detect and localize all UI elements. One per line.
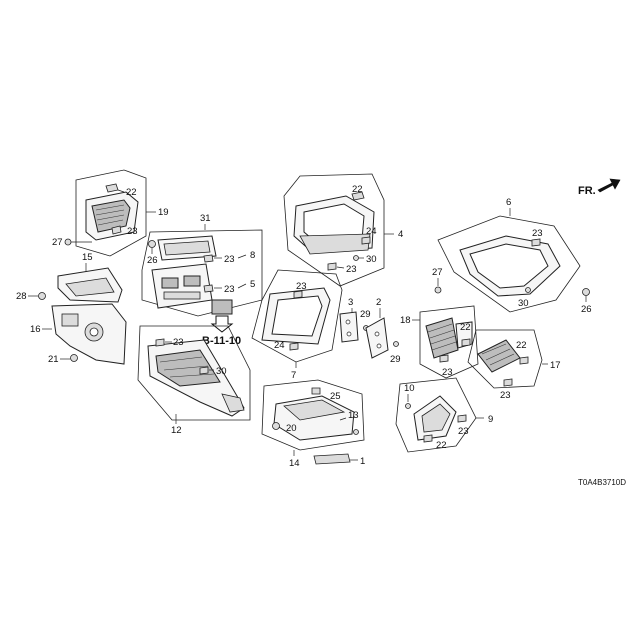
- group-12: 23 30 12: [137, 325, 251, 436]
- reference-label: B-11-10: [202, 335, 241, 347]
- callout-31: 31: [200, 213, 211, 224]
- group-4: 22 24 30 23 4: [283, 173, 403, 287]
- bracket-2: 2: [365, 297, 389, 359]
- clip-26-left: 26: [147, 240, 158, 266]
- group-14: 25 20 13 14: [261, 379, 365, 469]
- callout-9: 9: [488, 414, 493, 425]
- group-17: 22 23 17: [467, 329, 561, 401]
- callout-22: 22: [516, 340, 527, 351]
- group-6: 6 23 30: [437, 197, 581, 313]
- callout-23: 23: [346, 264, 357, 275]
- callout-4: 4: [398, 229, 403, 240]
- group-19: 22 23 19: [75, 169, 169, 257]
- callout-5: 5: [250, 279, 255, 290]
- callout-1: 1: [360, 456, 365, 467]
- callout-6: 6: [506, 197, 511, 208]
- fastener-29-lower: 29: [390, 341, 401, 365]
- callout-23: 23: [532, 228, 543, 239]
- callout-30: 30: [366, 254, 377, 265]
- callout-8: 8: [250, 250, 255, 261]
- callout-29: 29: [360, 309, 371, 320]
- callout-24: 24: [366, 226, 377, 237]
- callout-22: 22: [436, 440, 447, 451]
- callout-21: 21: [48, 354, 59, 365]
- callout-30: 30: [216, 366, 227, 377]
- callout-28: 28: [16, 291, 27, 302]
- diagram-code: T0A4B3710D: [578, 478, 626, 487]
- callout-23: 23: [296, 281, 307, 292]
- callout-23: 23: [224, 284, 235, 295]
- fastener-21: 21: [48, 354, 78, 365]
- group-31: 31 23 8 23 5: [141, 213, 263, 317]
- callout-23: 23: [442, 367, 453, 378]
- fastener-28: 28: [16, 291, 46, 302]
- callout-23: 23: [500, 390, 511, 401]
- callout-23: 23: [127, 226, 138, 237]
- callout-19: 19: [158, 207, 169, 218]
- callout-2: 2: [376, 297, 381, 308]
- column-cover-16: 16: [30, 303, 127, 365]
- front-arrow-icon: [597, 178, 621, 193]
- callout-24: 24: [274, 340, 285, 351]
- callout-12: 12: [171, 425, 182, 436]
- callout-29: 29: [390, 354, 401, 365]
- callout-26: 26: [581, 304, 592, 315]
- callout-7: 7: [291, 370, 296, 381]
- callout-23: 23: [458, 426, 469, 437]
- fastener-27-right: 27: [432, 267, 443, 294]
- column-cover-15: 15: [57, 252, 123, 303]
- callout-23: 23: [173, 337, 184, 348]
- callout-22: 22: [126, 187, 137, 198]
- group-18: 18 22 23: [400, 305, 479, 379]
- callout-22: 22: [460, 322, 471, 333]
- callout-10: 10: [404, 383, 415, 394]
- callout-30: 30: [518, 298, 529, 309]
- callout-14: 14: [289, 458, 300, 469]
- callout-27: 27: [52, 237, 63, 248]
- callout-3: 3: [348, 297, 353, 308]
- front-direction-indicator: FR.: [578, 178, 621, 197]
- callout-13: 13: [348, 410, 359, 421]
- callout-26: 26: [147, 255, 158, 266]
- callout-23: 23: [224, 254, 235, 265]
- fastener-27-left: 27: [52, 237, 92, 248]
- callout-15: 15: [82, 252, 93, 263]
- clip-26-right: 26: [581, 288, 592, 315]
- front-direction-label: FR.: [578, 185, 596, 197]
- mat-1: 1: [313, 453, 365, 467]
- callout-17: 17: [550, 360, 561, 371]
- callout-27: 27: [432, 267, 443, 278]
- callout-25: 25: [330, 391, 341, 402]
- callout-16: 16: [30, 324, 41, 335]
- callout-22: 22: [352, 184, 363, 195]
- callout-18: 18: [400, 315, 411, 326]
- group-7: 23 24 7: [251, 269, 343, 381]
- bracket-3: 3: [339, 297, 359, 343]
- group-9: 10 22 23 9: [395, 377, 493, 453]
- reference-b-11-10: B-11-10: [202, 299, 241, 347]
- callout-20: 20: [286, 423, 297, 434]
